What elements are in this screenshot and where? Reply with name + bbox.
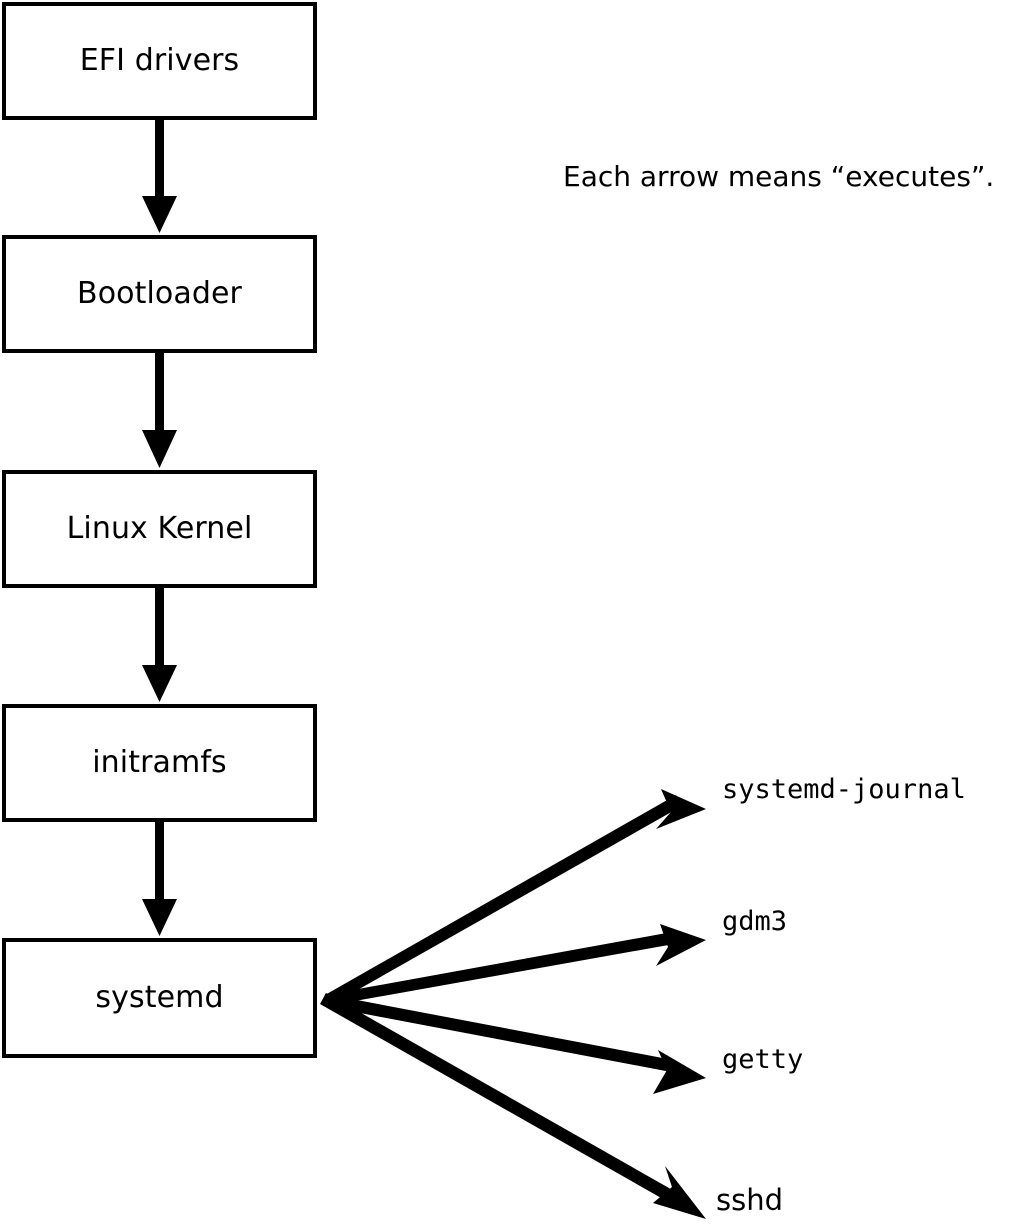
stage-label-initramfs: initramfs bbox=[92, 745, 227, 780]
arrow-systemd-to-getty bbox=[323, 994, 706, 1094]
service-label-getty[interactable]: getty bbox=[722, 1044, 804, 1075]
service-label-sshd[interactable]: sshd bbox=[716, 1183, 784, 1217]
stage-label-systemd: systemd bbox=[95, 980, 224, 1015]
stage-box-initramfs[interactable]: initramfs bbox=[2, 704, 317, 822]
stage-box-bootloader[interactable]: Bootloader bbox=[2, 235, 317, 353]
stage-box-systemd[interactable]: systemd bbox=[2, 938, 317, 1058]
stage-box-linux-kernel[interactable]: Linux Kernel bbox=[2, 470, 317, 588]
stage-label-efi-drivers: EFI drivers bbox=[79, 43, 240, 78]
arrow-systemd-to-gdm3 bbox=[325, 924, 706, 1006]
arrow-linux-kernel-to-initramfs bbox=[142, 588, 177, 702]
arrow-systemd-to-systemd-journal bbox=[325, 789, 706, 1005]
arrow-efi-drivers-to-bootloader bbox=[142, 120, 177, 233]
legend-note: Each arrow means “executes”. bbox=[563, 160, 995, 193]
systemd-service-arrows bbox=[320, 789, 706, 1219]
arrow-bootloader-to-linux-kernel bbox=[142, 353, 177, 468]
boot-chain-arrows bbox=[142, 120, 177, 936]
service-label-gdm3[interactable]: gdm3 bbox=[722, 906, 788, 937]
service-label-systemd-journal[interactable]: systemd-journal bbox=[722, 774, 966, 805]
arrow-initramfs-to-systemd bbox=[142, 822, 177, 936]
stage-label-bootloader: Bootloader bbox=[77, 276, 242, 311]
arrow-systemd-to-sshd bbox=[320, 993, 706, 1219]
stage-box-efi-drivers[interactable]: EFI drivers bbox=[2, 2, 317, 120]
stage-label-linux-kernel: Linux Kernel bbox=[66, 511, 253, 546]
